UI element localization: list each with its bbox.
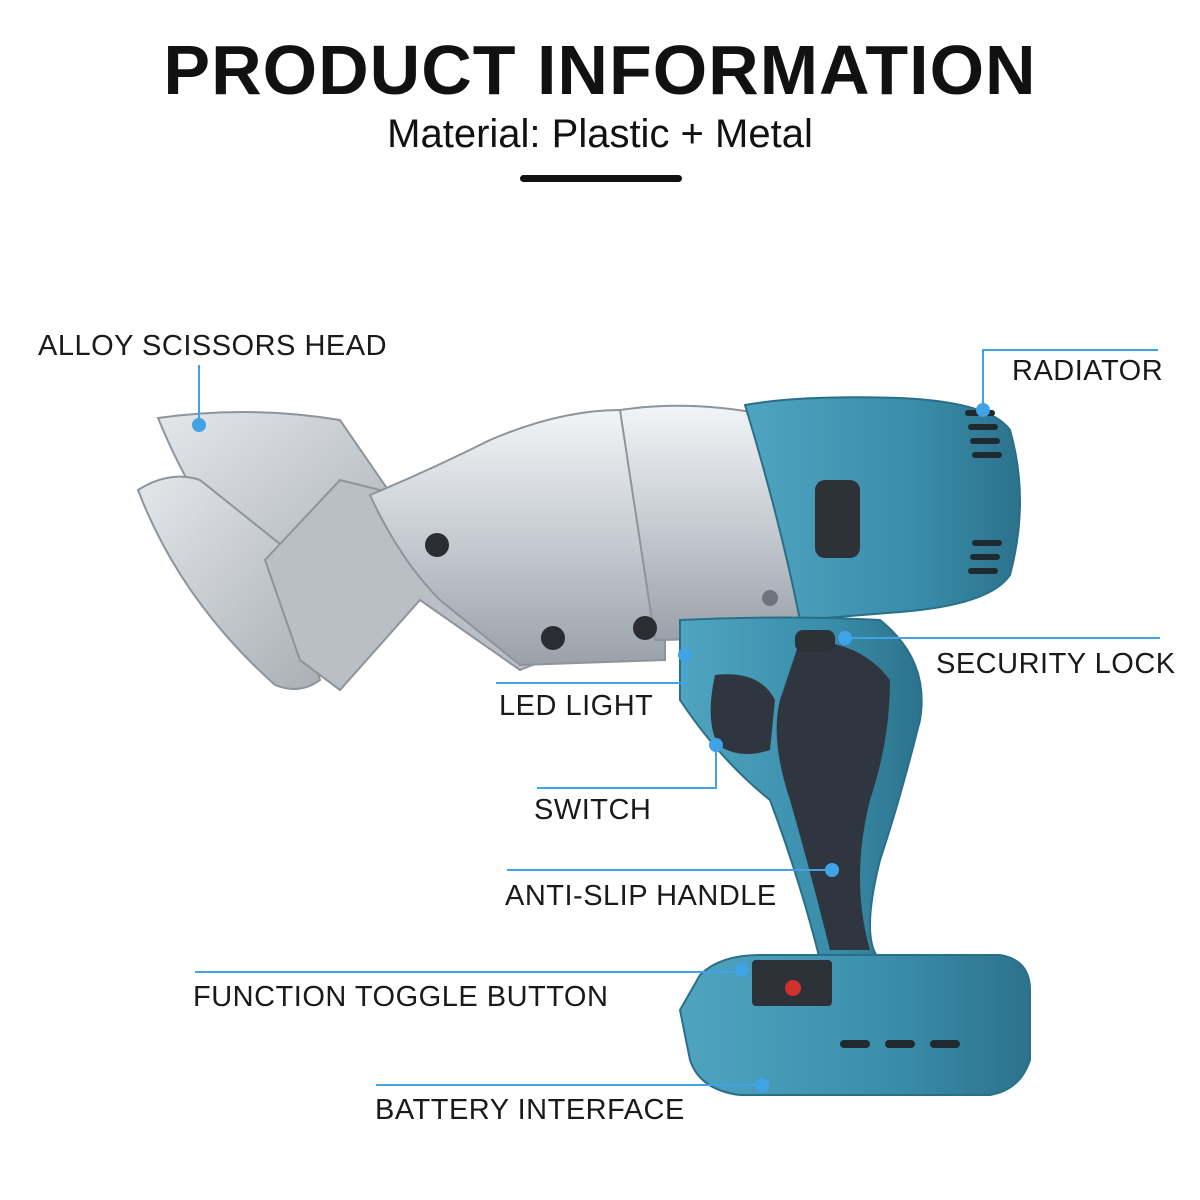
screw — [541, 626, 565, 650]
label-radiator: RADIATOR — [1012, 355, 1164, 387]
leader-line-radiator — [982, 349, 1158, 410]
label-security-lock: SECURITY LOCK — [936, 648, 1176, 680]
leader-line-led — [496, 655, 686, 684]
trigger-switch — [710, 674, 775, 754]
title-divider — [520, 175, 682, 182]
label-led-light: LED LIGHT — [499, 690, 654, 722]
screw — [633, 616, 657, 640]
screw — [425, 533, 449, 557]
security-lock-button — [795, 630, 835, 652]
callout-dot — [825, 863, 839, 877]
anti-slip-grip — [776, 640, 890, 950]
power-indicator-icon — [785, 980, 801, 996]
lower-blade — [136, 475, 322, 690]
label-alloy-scissors-head: ALLOY SCISSORS HEAD — [38, 330, 388, 362]
callout-dot — [192, 418, 206, 432]
screw — [762, 590, 778, 606]
callout-dot — [735, 963, 749, 977]
mode-slot — [815, 480, 860, 558]
page-title: PRODUCT INFORMATION — [163, 31, 1037, 109]
label-switch: SWITCH — [534, 794, 652, 826]
leader-line-switch — [537, 745, 717, 789]
callout-dot — [678, 648, 692, 662]
label-anti-slip-handle: ANTI-SLIP HANDLE — [505, 880, 777, 912]
base-vents — [840, 1040, 960, 1048]
label-battery-interface: BATTERY INTERFACE — [375, 1094, 685, 1126]
head-housing — [368, 408, 666, 667]
callout-dot — [976, 403, 990, 417]
callout-dot — [838, 631, 852, 645]
motor-body — [743, 396, 1021, 622]
label-function-toggle-button: FUNCTION TOGGLE BUTTON — [193, 981, 609, 1013]
material-subtitle: Material: Plastic + Metal — [387, 112, 813, 156]
callout-dot — [709, 738, 723, 752]
callout-dot — [755, 1078, 769, 1092]
